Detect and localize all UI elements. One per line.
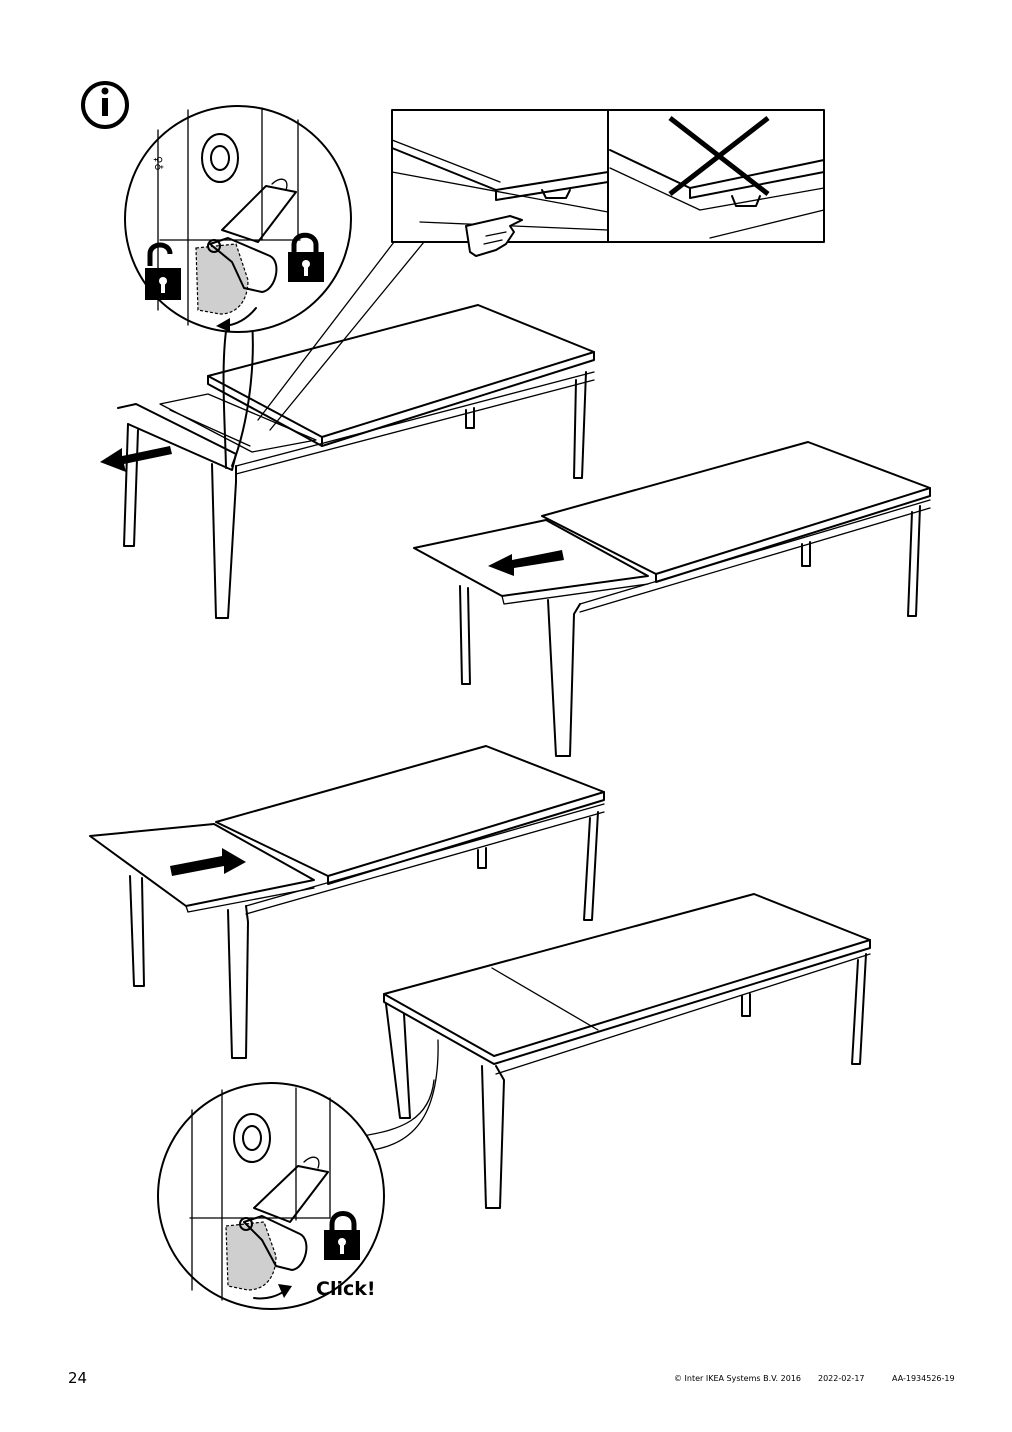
- locked-padlock-icon: [324, 1211, 360, 1260]
- direction-arrow-icon: [170, 848, 246, 876]
- direction-arrow-icon: [488, 550, 564, 576]
- cross-mark-icon: [668, 116, 770, 196]
- copyright-notice: © Inter IKEA Systems B.V. 2016: [674, 1374, 801, 1383]
- direction-arrow-icon: [100, 446, 172, 472]
- table-step-1: [117, 304, 595, 619]
- table-step-3: [89, 745, 605, 1059]
- callout-pointer-lines: [257, 241, 425, 431]
- table-step-2: [413, 441, 931, 757]
- locked-padlock-icon: [288, 232, 324, 282]
- document-id: AA-1934526-19: [892, 1374, 955, 1383]
- table-step-4: [383, 893, 871, 1209]
- alignment-detail-wrong: [607, 109, 825, 243]
- svg-text:♀♁: ♀♁: [152, 156, 164, 171]
- click-label: Click!: [316, 1278, 376, 1300]
- document-date: 2022-02-17: [818, 1374, 865, 1383]
- page-number: 24: [68, 1369, 88, 1387]
- unlocked-padlock-icon: [145, 242, 181, 300]
- pointing-hand-icon: [465, 215, 523, 257]
- info-icon: [81, 81, 129, 129]
